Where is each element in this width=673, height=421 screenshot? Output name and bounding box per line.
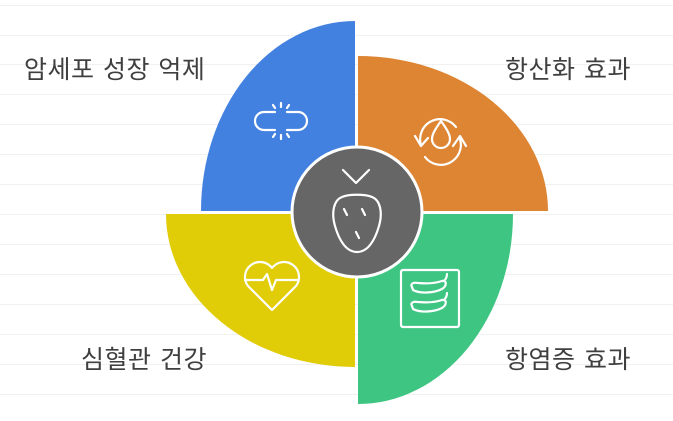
broken-link-icon (253, 101, 309, 141)
strawberry-icon (332, 168, 382, 254)
label-top-right: 항산화 효과 (505, 55, 631, 84)
label-bottom-left: 심혈관 건강 (81, 345, 207, 374)
heartbeat-icon (243, 260, 301, 312)
center-circle (290, 145, 424, 279)
chili-peppers-icon (399, 268, 461, 329)
label-top-left: 암세포 성장 억제 (24, 55, 206, 84)
label-bottom-right: 항염증 효과 (505, 345, 631, 374)
water-cycle-icon (413, 118, 468, 166)
gridline (0, 5, 673, 6)
gridline (0, 394, 673, 395)
